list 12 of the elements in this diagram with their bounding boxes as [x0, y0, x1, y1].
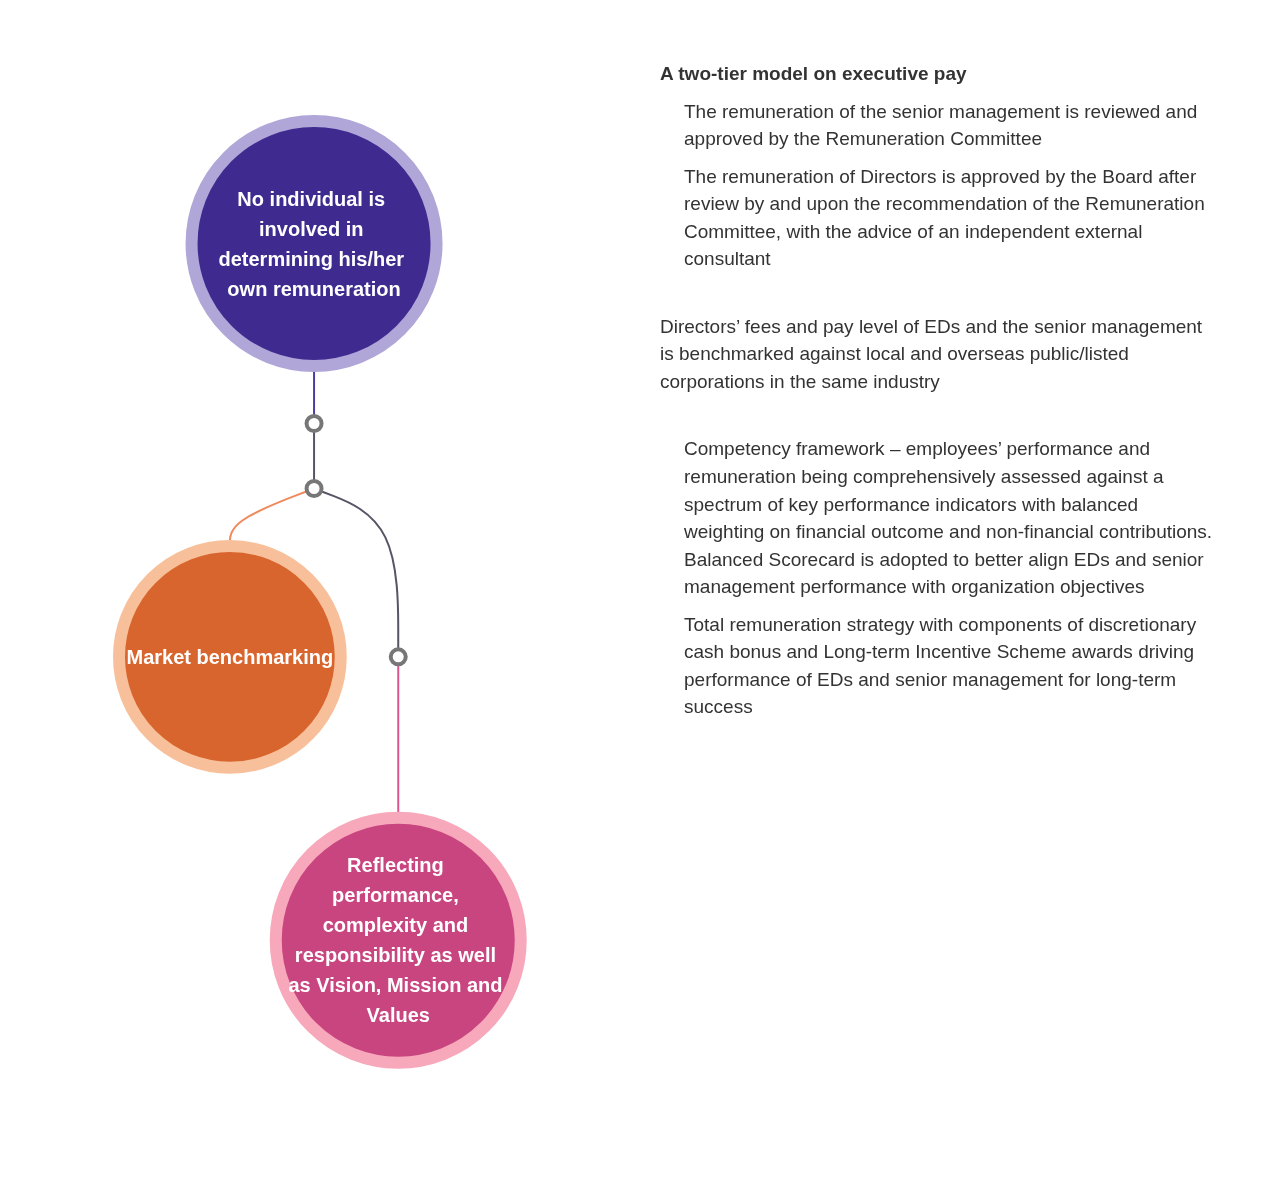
bullet-text: The remuneration of Directors is approved by the Board after review by and upon the recommendation of the Remuneration Committee, with the advice of an independent external consultant	[684, 164, 1206, 272]
bullet-text: Total remuneration strategy with components of discretionary cash bonus and Long-term Incentive Scheme awards driving performance of EDs and senior management for long-term success	[684, 612, 1198, 720]
paragraph: Directors’ fees and pay level of EDs and the senior management is benchmarked against local and overseas public/listed corporations in the same industry	[660, 314, 1204, 394]
bullet-text: Competency framework – employees’ performance and remuneration being comprehensively assessed against a spectrum of key performance indicators with balanced weighting on financial outcome and non-financial contributions. Balanced Scorecard is adopted to better align EDs and senior management performance with organization objectives	[684, 437, 1214, 600]
bullet-text: The remuneration of the senior management is reviewed and approved by the Remuneration Committee	[684, 99, 1199, 152]
node-circle: No individual is involved in determining his/her own remuneration	[185, 115, 443, 373]
node-circle	[304, 479, 324, 499]
section-heading: A two-tier model on executive pay	[660, 62, 968, 86]
node-circle	[388, 647, 408, 667]
node-circle: Market benchmarking	[113, 540, 347, 774]
node-circle	[304, 414, 324, 434]
node-circle: Reflecting performance, complexity and responsibility as well as Vision, Mission and Values	[269, 811, 527, 1069]
